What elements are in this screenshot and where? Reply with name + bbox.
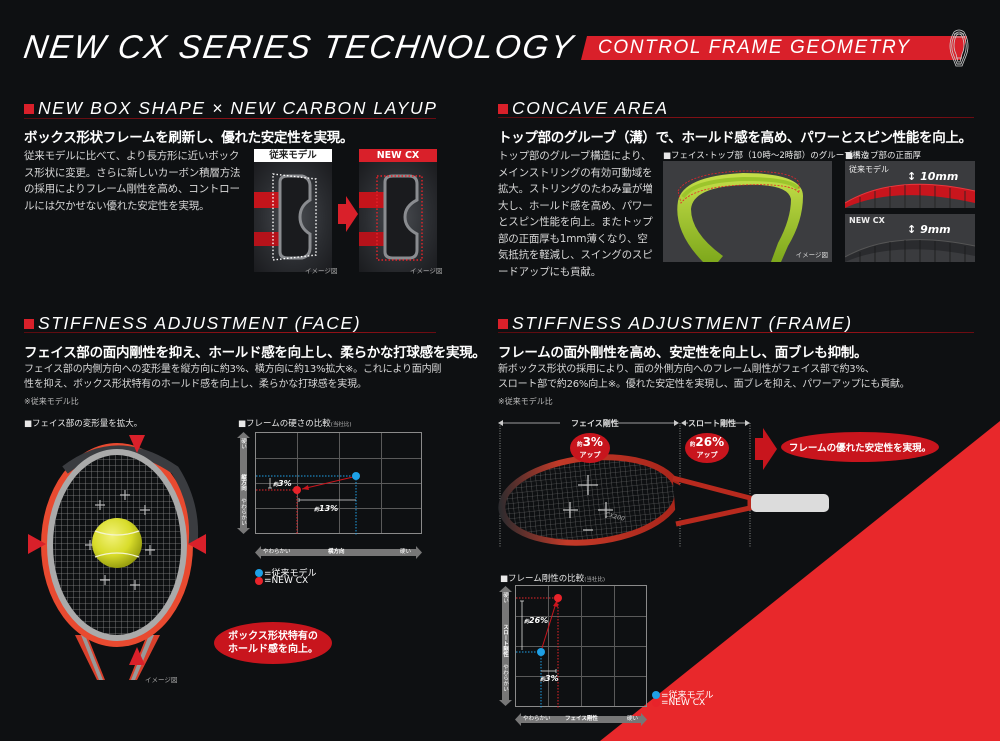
section-body-text: 新ボックス形状の採用により、面の外側方向へのフレーム剛性がフェイス部で約3%、 … xyxy=(498,364,910,390)
section-heading-concave: CONCAVE AREA xyxy=(498,98,669,119)
annotation-horizontal: 約3% xyxy=(540,674,559,683)
thickness-value: ↕ 9mm xyxy=(907,223,951,236)
annotation-horizontal: 約13% xyxy=(314,504,339,513)
image-caption: イメージ図 xyxy=(145,676,178,684)
panel-label: NEW CX xyxy=(849,216,885,225)
frame-chart-y-axis: 硬い スロート剛性 やわらかい xyxy=(499,586,512,706)
image-caption: イメージ図 xyxy=(305,267,338,275)
stiffness-span-markers xyxy=(498,420,751,547)
face-chart-title: ■フレームの硬さの比較(当社比) xyxy=(238,419,352,429)
heading-square-icon xyxy=(498,103,508,114)
legend-new-cx: =NEW CX xyxy=(652,698,705,708)
section-divider xyxy=(24,332,436,333)
old-frame-top-graphic xyxy=(845,183,975,208)
double-arrow-icon: ↕ xyxy=(907,223,917,236)
face-chart-data xyxy=(256,472,360,535)
red-dot-icon xyxy=(255,577,263,585)
section-heading-face: STIFFNESS ADJUSTMENT (FACE) xyxy=(24,313,361,334)
face-badge: 約3% アップ xyxy=(570,433,610,463)
racket-face-illustration xyxy=(28,435,206,680)
throat-span-label: スロート剛性 xyxy=(688,419,736,428)
new-cx-thickness-panel: NEW CX ↕ 9mm xyxy=(845,214,975,262)
new-cx-label: NEW CX xyxy=(359,149,437,162)
svg-text:CX200: CX200 xyxy=(605,511,626,523)
section-heading-box-shape: NEW BOX SHAPE × NEW CARBON LAYUP xyxy=(24,98,438,119)
blue-dot-icon xyxy=(652,690,660,699)
panel-label: 従来モデル xyxy=(849,165,889,174)
legend-old-model: =従来モデル xyxy=(255,566,317,579)
heading-text: STIFFNESS ADJUSTMENT (FACE) xyxy=(38,313,362,333)
section-divider xyxy=(498,117,974,118)
double-arrow-icon: ↕ xyxy=(907,170,917,183)
old-model-cross-section: 従来モデル xyxy=(254,149,332,272)
thickness-caption: ■トップ部の正面厚 xyxy=(845,151,922,161)
thickness-value: ↕ 10mm xyxy=(907,170,959,183)
callout-hold-feel: ボックス形状特有の ホールド感を向上。 xyxy=(214,622,332,664)
section-body-text: 従来モデルに比べて、より長方形に近いボックス形状に変更。さらに新しいカーボン積層… xyxy=(24,150,241,212)
frame-chart-plot: 約26% 約3% xyxy=(515,585,647,708)
new-cx-cross-section: NEW CX xyxy=(359,149,437,272)
annotation-vertical: 約26% xyxy=(524,616,549,625)
section-subheading: フェイス部の面内剛性を抑え、ホールド感を向上し、柔らかな打球感を実現。 xyxy=(24,345,486,361)
heading-square-icon xyxy=(24,103,34,114)
section-subheading: ボックス形状フレームを刷新し、優れた安定性を実現。 xyxy=(24,130,354,146)
footnote: ※従来モデル比 xyxy=(498,397,553,406)
throat-badge: 約26% アップ xyxy=(685,433,729,463)
red-dot-icon xyxy=(652,699,660,707)
arrow-right-icon xyxy=(338,196,358,232)
frame-chart-title: ■フレーム剛性の比較(当社比) xyxy=(500,574,606,584)
face-chart-plot: 約3% 約13% xyxy=(255,432,422,535)
groove-frame-graphic xyxy=(677,170,803,262)
heading-text: CONCAVE AREA xyxy=(512,98,669,118)
racket-side-illustration: CX200 xyxy=(498,454,829,546)
arrow-right-icon xyxy=(755,428,777,470)
heading-text: NEW BOX SHAPE × NEW CARBON LAYUP xyxy=(38,98,438,118)
section-heading-frame: STIFFNESS ADJUSTMENT (FRAME) xyxy=(498,313,853,334)
groove-structure-image: イメージ図 xyxy=(663,161,832,262)
groove-caption: ■フェイス･トップ部（10時〜2時部）のグルーブ構造 xyxy=(663,151,870,161)
annotation-vertical: 約3% xyxy=(273,479,292,488)
callout-frame-stability: フレームの優れた安定性を実現。 xyxy=(781,432,939,462)
section-subheading: フレームの面外剛性を高め、安定性を向上し、面ブレも抑制。 xyxy=(498,345,868,361)
image-caption: イメージ図 xyxy=(410,267,443,275)
section-body-text: トップ部のグルーブ構造により、メインストリングの有効可動域を拡大。ストリングのた… xyxy=(498,150,653,278)
legend-old-model: =従来モデル xyxy=(652,688,714,701)
heading-square-icon xyxy=(24,318,34,329)
blue-dot-icon xyxy=(255,568,263,577)
y-axis-arrow xyxy=(237,432,250,534)
box-section-old-graphic xyxy=(254,173,317,261)
heading-square-icon xyxy=(498,318,508,329)
section-body-text: フェイス部の内側方向への変形量を縦方向に約3%、横方向に約13%拡大※。これによ… xyxy=(24,364,442,390)
footnote: ※従来モデル比 xyxy=(24,397,79,406)
frame-chart-data xyxy=(516,594,562,708)
racket-caption: ■フェイス部の変形量を拡大。 xyxy=(24,419,143,429)
section-subheading: トップ部のグルーブ（溝）で、ホールド感を高め、パワーとスピン性能を向上。 xyxy=(498,130,972,146)
old-model-thickness-panel: 従来モデル ↕ 10mm xyxy=(845,161,975,208)
image-caption: イメージ図 xyxy=(795,251,828,259)
frame-chart-x-axis: やわらかい フェイス剛性 硬い xyxy=(515,711,647,726)
heading-text: STIFFNESS ADJUSTMENT (FRAME) xyxy=(512,313,853,333)
old-model-label: 従来モデル xyxy=(254,149,332,162)
face-chart-x-axis: やわらかい 横方向 硬い xyxy=(255,544,422,559)
racket-frame-logo-icon xyxy=(949,29,969,67)
section-divider xyxy=(498,332,974,333)
legend-new-cx: =NEW CX xyxy=(255,576,308,586)
banner-title: CONTROL FRAME GEOMETRY xyxy=(598,37,911,58)
old-model-image xyxy=(254,162,332,272)
box-section-new-graphic xyxy=(359,174,423,261)
new-frame-top-graphic xyxy=(845,239,975,262)
section-divider xyxy=(24,118,436,119)
new-cx-image xyxy=(359,162,437,272)
face-span-label: フェイス剛性 xyxy=(571,419,619,428)
page-title: NEW CX SERIES TECHNOLOGY xyxy=(21,28,578,65)
face-chart-y-axis: 硬い 縦方向 やわらかい xyxy=(237,432,250,534)
